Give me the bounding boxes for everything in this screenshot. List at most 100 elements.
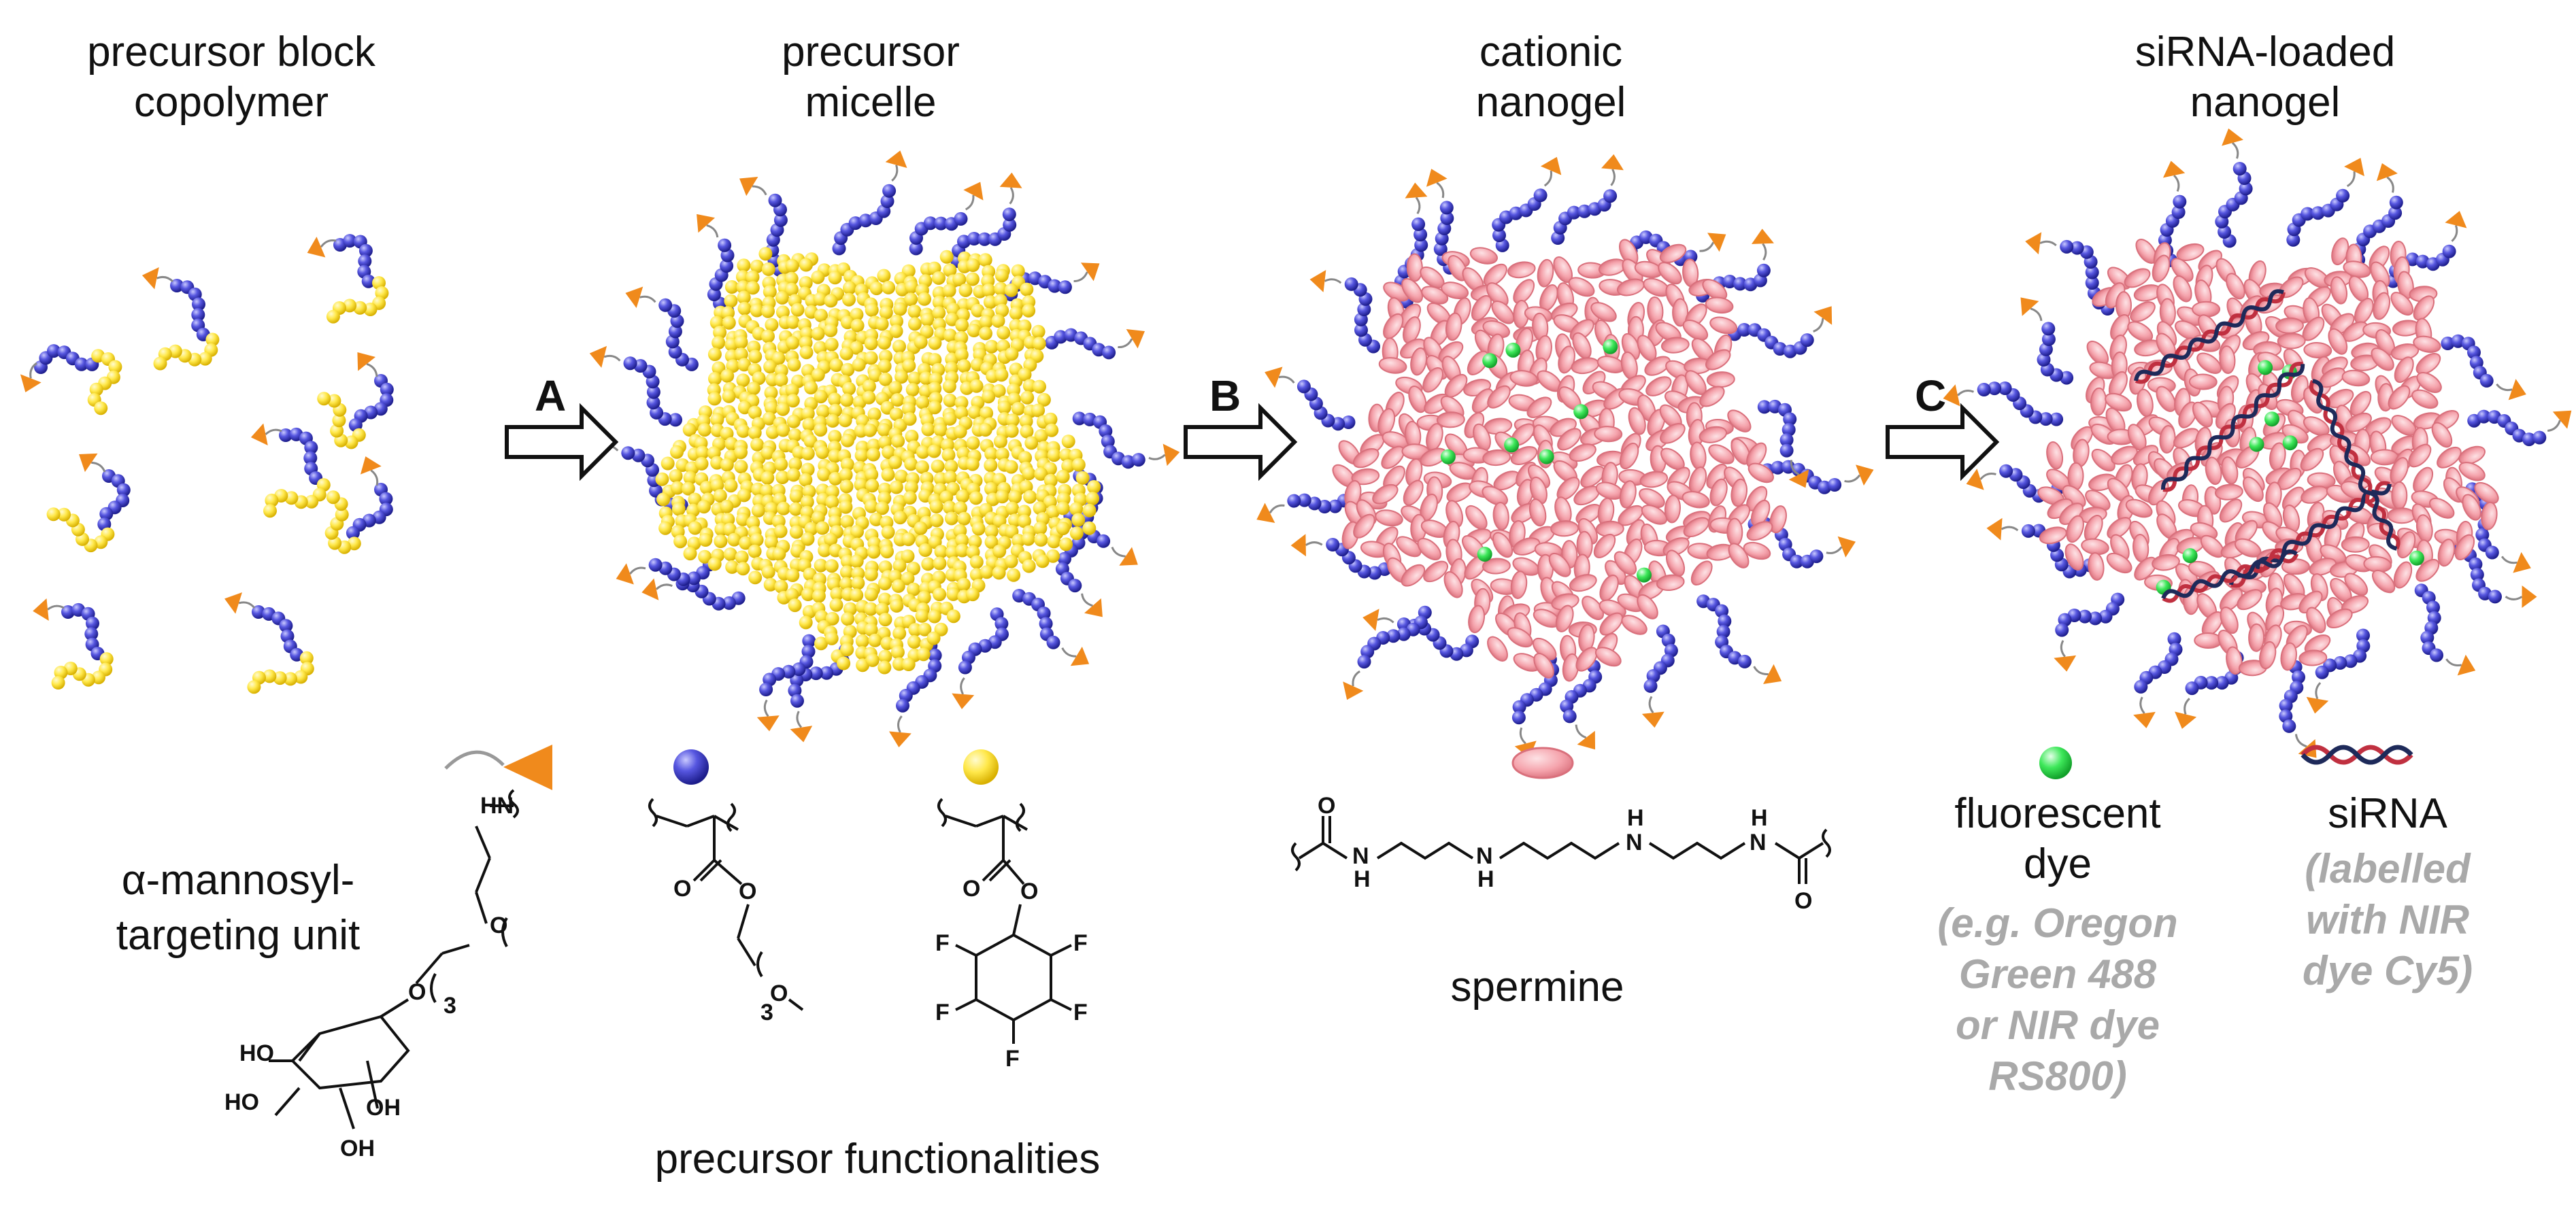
pfp-bead	[905, 383, 920, 397]
peg-bead	[2050, 412, 2064, 426]
peg-bead	[1037, 607, 1051, 620]
spermine-ellipse	[1582, 596, 1604, 620]
mannose-arrowhead	[224, 592, 242, 614]
yellow-monomer-atom-o1: O	[963, 876, 980, 902]
linker-strand	[1436, 182, 1445, 199]
spermine-ellipse	[1510, 446, 1538, 465]
peg-bead	[646, 385, 660, 399]
dye-bead	[1505, 342, 1521, 358]
peg-bead	[1722, 275, 1737, 288]
pfp-bead	[799, 473, 813, 487]
pfp-bead	[894, 469, 909, 483]
step-label-a: A	[535, 371, 567, 420]
peg-bead	[1101, 435, 1115, 449]
pfp-bead	[829, 358, 843, 372]
linker-strand	[897, 715, 903, 733]
peg-bead	[2311, 206, 2325, 220]
pfp-bead	[921, 557, 935, 571]
linker-strand	[91, 461, 106, 473]
peg-bead	[61, 605, 75, 619]
pfp-bead	[353, 301, 367, 315]
pfp-bead	[916, 445, 930, 459]
spermine-ellipse	[1656, 574, 1685, 591]
peg-bead	[1072, 411, 1086, 426]
spermine-ellipse	[1375, 509, 1403, 527]
pfp-bead	[881, 468, 895, 482]
pfp-bead	[984, 481, 998, 496]
spermine-ellipse	[1406, 253, 1423, 282]
pfp-bead	[946, 609, 960, 624]
pfp-bead	[840, 643, 854, 657]
mannose-arrowhead	[2162, 160, 2186, 178]
pfp-bead	[761, 262, 775, 276]
spermine-ellipse	[2341, 536, 2370, 553]
pfp-bead	[1037, 392, 1051, 407]
pfp-bead	[982, 283, 996, 297]
pfp-bead	[954, 347, 969, 362]
spermine-ellipse	[2066, 515, 2084, 543]
spermine-ellipse	[2192, 301, 2221, 318]
peg-bead	[1414, 238, 1428, 252]
mannosyl-atom-ho1: HO	[239, 1040, 274, 1066]
spermine-ellipse	[1690, 441, 1707, 471]
spermine-ellipse	[2242, 476, 2264, 503]
pfp-bead	[1022, 466, 1036, 481]
pfp-bead	[839, 346, 854, 360]
pfp-bead	[865, 479, 880, 493]
pfp-bead	[761, 565, 775, 579]
spermine-ellipse	[1372, 483, 1399, 505]
pfp-bead	[748, 426, 762, 440]
pfp-bead	[51, 676, 65, 690]
pfp-bead	[720, 369, 735, 383]
mannose-arrowhead	[2344, 158, 2364, 177]
mannose-arrowhead	[1813, 306, 1833, 325]
pfp-bead	[814, 636, 828, 651]
pfp-bead	[904, 457, 918, 471]
peg-bead	[759, 683, 773, 696]
spermine-ellipse	[1621, 615, 1647, 635]
pfp-bead	[869, 512, 883, 526]
linker-strand	[29, 362, 37, 379]
pfp-bead	[670, 481, 684, 495]
spermine-ellipse	[2387, 507, 2416, 524]
peg-bead	[1386, 629, 1401, 643]
spermine-ellipse	[1509, 370, 1539, 387]
spermine-ellipse	[2341, 369, 2371, 387]
pfp-bead	[907, 317, 922, 331]
linker-strand	[1278, 375, 1295, 384]
pfp-bead	[954, 406, 969, 420]
peg-bead	[1779, 433, 1794, 447]
pfp-bead	[683, 547, 697, 561]
pfp-bead	[828, 515, 842, 529]
spermine-ellipse	[2474, 481, 2499, 505]
peg-bead	[1533, 188, 1548, 203]
peg-bead	[1002, 207, 1016, 222]
pfp-bead	[803, 434, 818, 448]
peg-bead	[279, 619, 293, 633]
peg-bead	[1577, 204, 1592, 218]
pfp-bead	[655, 472, 669, 486]
mannose-arrowhead	[1070, 647, 1090, 666]
pfp-bead	[1005, 501, 1020, 515]
peg-bead	[934, 216, 948, 231]
peg-bead	[858, 214, 873, 228]
pfp-bead	[864, 567, 878, 581]
peg-bead	[2430, 648, 2443, 662]
mannose-arrowhead	[1405, 182, 1428, 199]
pfp-bead	[907, 582, 921, 596]
spermine-ellipse	[2091, 449, 2115, 472]
pfp-bead	[1020, 390, 1035, 405]
pfp-bead	[943, 471, 957, 485]
dye-bead	[1637, 567, 1652, 583]
peg-bead	[99, 507, 114, 521]
linker-strand	[238, 601, 256, 609]
pfp-bead	[941, 438, 954, 452]
pfp-bead	[878, 577, 892, 591]
yellow-monomer-atom-f1: F	[935, 930, 950, 956]
pfp-bead	[955, 543, 969, 558]
peg-bead	[2205, 676, 2219, 690]
pfp-bead	[1061, 459, 1075, 473]
pfp-bead	[943, 500, 956, 515]
pfp-bead	[903, 412, 917, 426]
